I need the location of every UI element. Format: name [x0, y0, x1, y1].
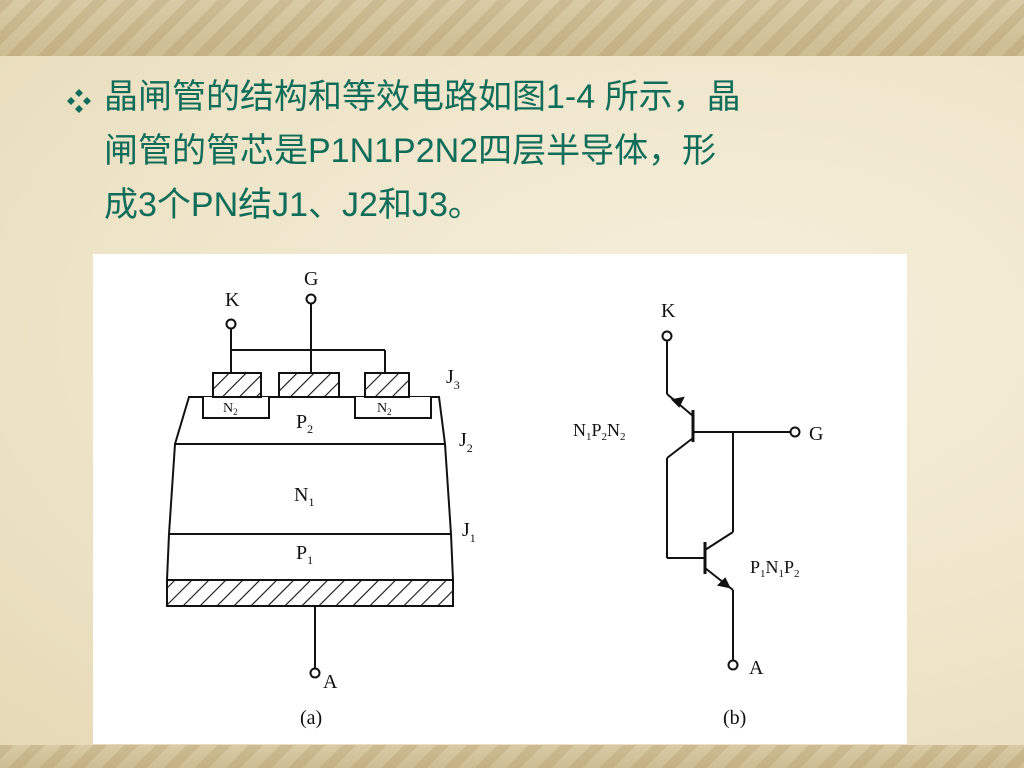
- n2-region-left: [202, 397, 270, 419]
- label-p2: P2: [296, 411, 313, 436]
- n2-region-right: [354, 397, 432, 419]
- terminal-g-node: [305, 293, 317, 305]
- decorative-top-border: [0, 0, 1024, 56]
- terminal-k-node-b: [661, 330, 673, 342]
- terminal-g-node-b: [789, 426, 801, 438]
- label-n1: N1: [294, 484, 314, 509]
- label-g-a: G: [304, 268, 318, 290]
- equivalent-circuit: [661, 330, 801, 671]
- thyristor-figure: K G A P2 N1 P1 N2 N2 J3 J2 J1 (a): [165, 268, 823, 729]
- label-g-b: G: [809, 423, 823, 445]
- circuit-labels: K G A N1P2N2 P1N1P2 (b): [573, 300, 823, 729]
- cathode-electrode-left: [212, 372, 262, 398]
- lower-emitter-arrow: [716, 577, 731, 589]
- label-k-b: K: [661, 300, 676, 322]
- label-p1: P1: [296, 542, 313, 567]
- label-j3: J3: [446, 366, 460, 392]
- bullet-line-2: 闸管的管芯是P1N1P2N2四层半导体，形: [104, 132, 717, 170]
- gate-electrode: [278, 372, 340, 398]
- upper-emitter-arrow: [670, 396, 685, 408]
- structure-diagram: [165, 293, 455, 679]
- terminal-a-node: [309, 667, 321, 679]
- slide-bullet-text: 晶闸管的结构和等效电路如图1-4 所示，晶 闸管的管芯是P1N1P2N2四层半导…: [104, 70, 964, 232]
- label-upper-transistor: N1P2N2: [573, 420, 626, 443]
- bullet-line-1: 晶闸管的结构和等效电路如图1-4 所示，晶: [104, 78, 741, 116]
- label-n2-right: N2: [377, 401, 392, 417]
- cathode-electrode-right: [364, 372, 410, 398]
- label-a-a: A: [323, 671, 338, 693]
- decorative-bottom-border: [0, 745, 1024, 768]
- caption-a: (a): [300, 707, 322, 729]
- label-j1: J1: [462, 519, 476, 545]
- figure-panel: K G A P2 N1 P1 N2 N2 J3 J2 J1 (a): [93, 254, 907, 744]
- label-lower-transistor: P1N1P2: [750, 557, 800, 580]
- label-a-b: A: [749, 657, 764, 679]
- structure-labels: K G A P2 N1 P1 N2 N2 J3 J2 J1 (a): [223, 268, 476, 729]
- bullet-line-3: 成3个PN结J1、J2和J3。: [104, 186, 482, 224]
- upper-collector: [666, 437, 694, 459]
- anode-electrode: [166, 579, 454, 607]
- label-n2-left: N2: [223, 401, 238, 417]
- caption-b: (b): [723, 707, 746, 729]
- terminal-a-node-b: [727, 659, 739, 671]
- label-j2: J2: [459, 429, 473, 455]
- lower-collector: [704, 531, 734, 551]
- terminal-k-node: [225, 318, 237, 330]
- four-diamond-bullet-icon: [67, 89, 91, 113]
- label-k-a: K: [225, 289, 240, 311]
